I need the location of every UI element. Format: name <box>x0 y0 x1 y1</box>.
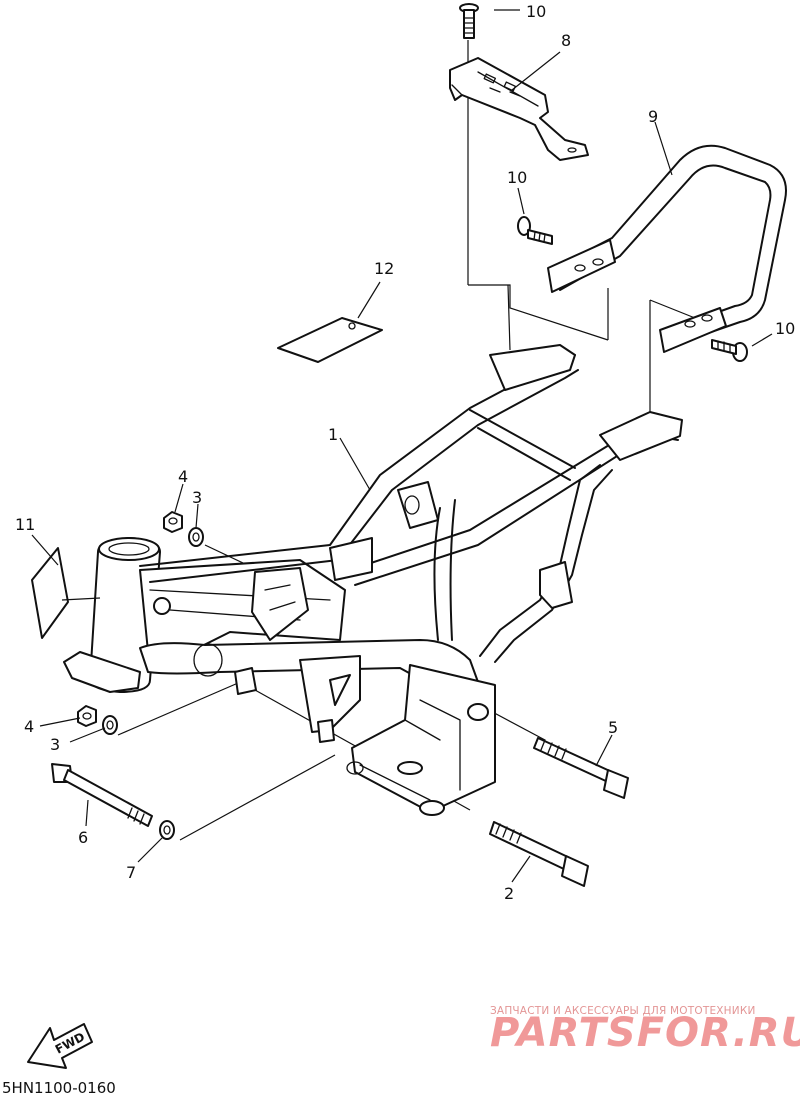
watermark-caption: ЗАПЧАСТИ И АКСЕССУАРЫ ДЛЯ МОТОТЕХНИКИ <box>490 1005 756 1017</box>
bolt-2 <box>489 821 589 887</box>
bolt-6 <box>51 763 153 827</box>
nut-4-lower <box>77 705 97 727</box>
watermark: ЗАПЧАСТИ И АКСЕССУАРЫ ДЛЯ МОТОТЕХНИКИ PA… <box>490 1005 800 1056</box>
grab-bar <box>547 144 787 353</box>
bolt-10-middle <box>517 216 553 245</box>
callout-7: 7 <box>126 863 136 882</box>
nut-4-upper <box>163 511 183 533</box>
callout-12: 12 <box>374 259 394 278</box>
callout-6: 6 <box>78 828 88 847</box>
callout-10-top: 10 <box>526 2 546 21</box>
washer-7 <box>159 820 175 840</box>
callout-11: 11 <box>15 515 35 534</box>
bolt-5 <box>533 737 629 799</box>
head-pipe-label <box>31 547 69 639</box>
main-frame <box>63 344 683 816</box>
callout-10-middle: 10 <box>507 168 527 187</box>
callout-8: 8 <box>561 31 571 50</box>
washer-3-lower <box>102 715 118 735</box>
fwd-arrow: FWD <box>27 1023 93 1069</box>
part-code: 5HN1100-0160 <box>2 1079 116 1097</box>
callout-4-upper: 4 <box>178 467 188 486</box>
callout-5: 5 <box>608 718 618 737</box>
callout-10-right: 10 <box>775 319 795 338</box>
callout-2: 2 <box>504 884 514 903</box>
seat-bracket <box>449 57 589 161</box>
caution-label <box>277 317 383 363</box>
callout-leaders <box>31 9 773 883</box>
bolt-10-top <box>459 3 479 39</box>
washer-3-upper <box>188 527 204 547</box>
callout-labels: 1 2 3 3 4 4 5 6 7 8 9 10 10 10 11 12 <box>15 2 795 903</box>
callout-9: 9 <box>648 107 658 126</box>
watermark-logo: PARTSFOR.RU <box>490 1010 800 1056</box>
callout-3-upper: 3 <box>192 488 202 507</box>
callout-3-lower: 3 <box>50 735 60 754</box>
callout-1: 1 <box>328 425 338 444</box>
bolt-10-right <box>711 339 748 362</box>
callout-4-lower: 4 <box>24 717 34 736</box>
